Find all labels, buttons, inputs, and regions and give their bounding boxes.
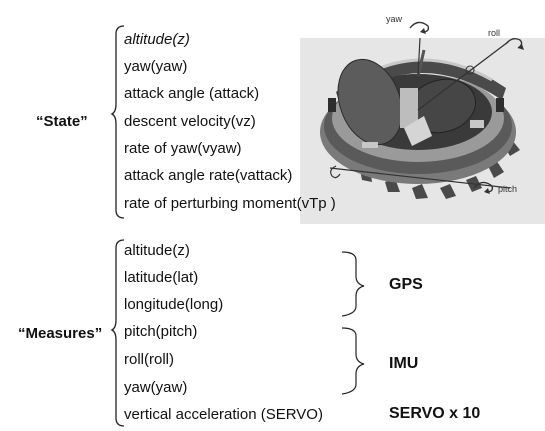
state-item-descent-velocity: descent velocity(vz)	[124, 113, 256, 130]
state-item-yaw: yaw(yaw)	[124, 58, 188, 75]
roll-axis	[417, 41, 509, 111]
state-group-label: “State”	[36, 113, 88, 130]
state-item-attack-angle-rate: attack angle rate(vattack)	[124, 167, 293, 184]
yaw-axis	[417, 37, 421, 77]
vehicle-illustration	[300, 21, 545, 224]
measures-brace	[110, 239, 125, 427]
measure-item-latitude: latitude(lat)	[124, 269, 199, 286]
state-item-perturbing-moment: rate of perturbing moment(vTp )	[124, 195, 336, 212]
gps-label: GPS	[389, 276, 423, 293]
measure-item-yaw: yaw(yaw)	[124, 379, 188, 396]
measure-item-roll: roll(roll)	[124, 351, 174, 368]
yaw-arrow-icon	[409, 21, 430, 33]
yaw-axis-label: yaw	[386, 14, 403, 24]
measure-item-longitude: longitude(long)	[124, 296, 224, 313]
roll-axis-label: roll	[488, 28, 501, 38]
pitch-axis	[329, 167, 511, 189]
servo-label: SERVO x 10	[389, 405, 481, 422]
state-item-rate-of-yaw: rate of yaw(vyaw)	[124, 140, 242, 157]
pitch-axis-label: pitch	[498, 184, 518, 194]
measure-item-vertical-acceleration: vertical acceleration (SERVO)	[124, 406, 323, 423]
gps-brace	[341, 251, 365, 317]
pitch-arrow-icon	[473, 181, 494, 193]
measures-group-label: “Measures”	[18, 325, 103, 342]
measure-item-pitch: pitch(pitch)	[124, 323, 198, 340]
state-item-altitude: altitude(z)	[124, 31, 190, 48]
imu-brace	[341, 327, 365, 395]
measure-item-altitude: altitude(z)	[124, 242, 190, 259]
imu-label: IMU	[389, 355, 419, 372]
state-brace	[110, 25, 125, 219]
rotor-blade-left	[337, 58, 403, 146]
state-item-attack-angle: attack angle (attack)	[124, 85, 260, 102]
